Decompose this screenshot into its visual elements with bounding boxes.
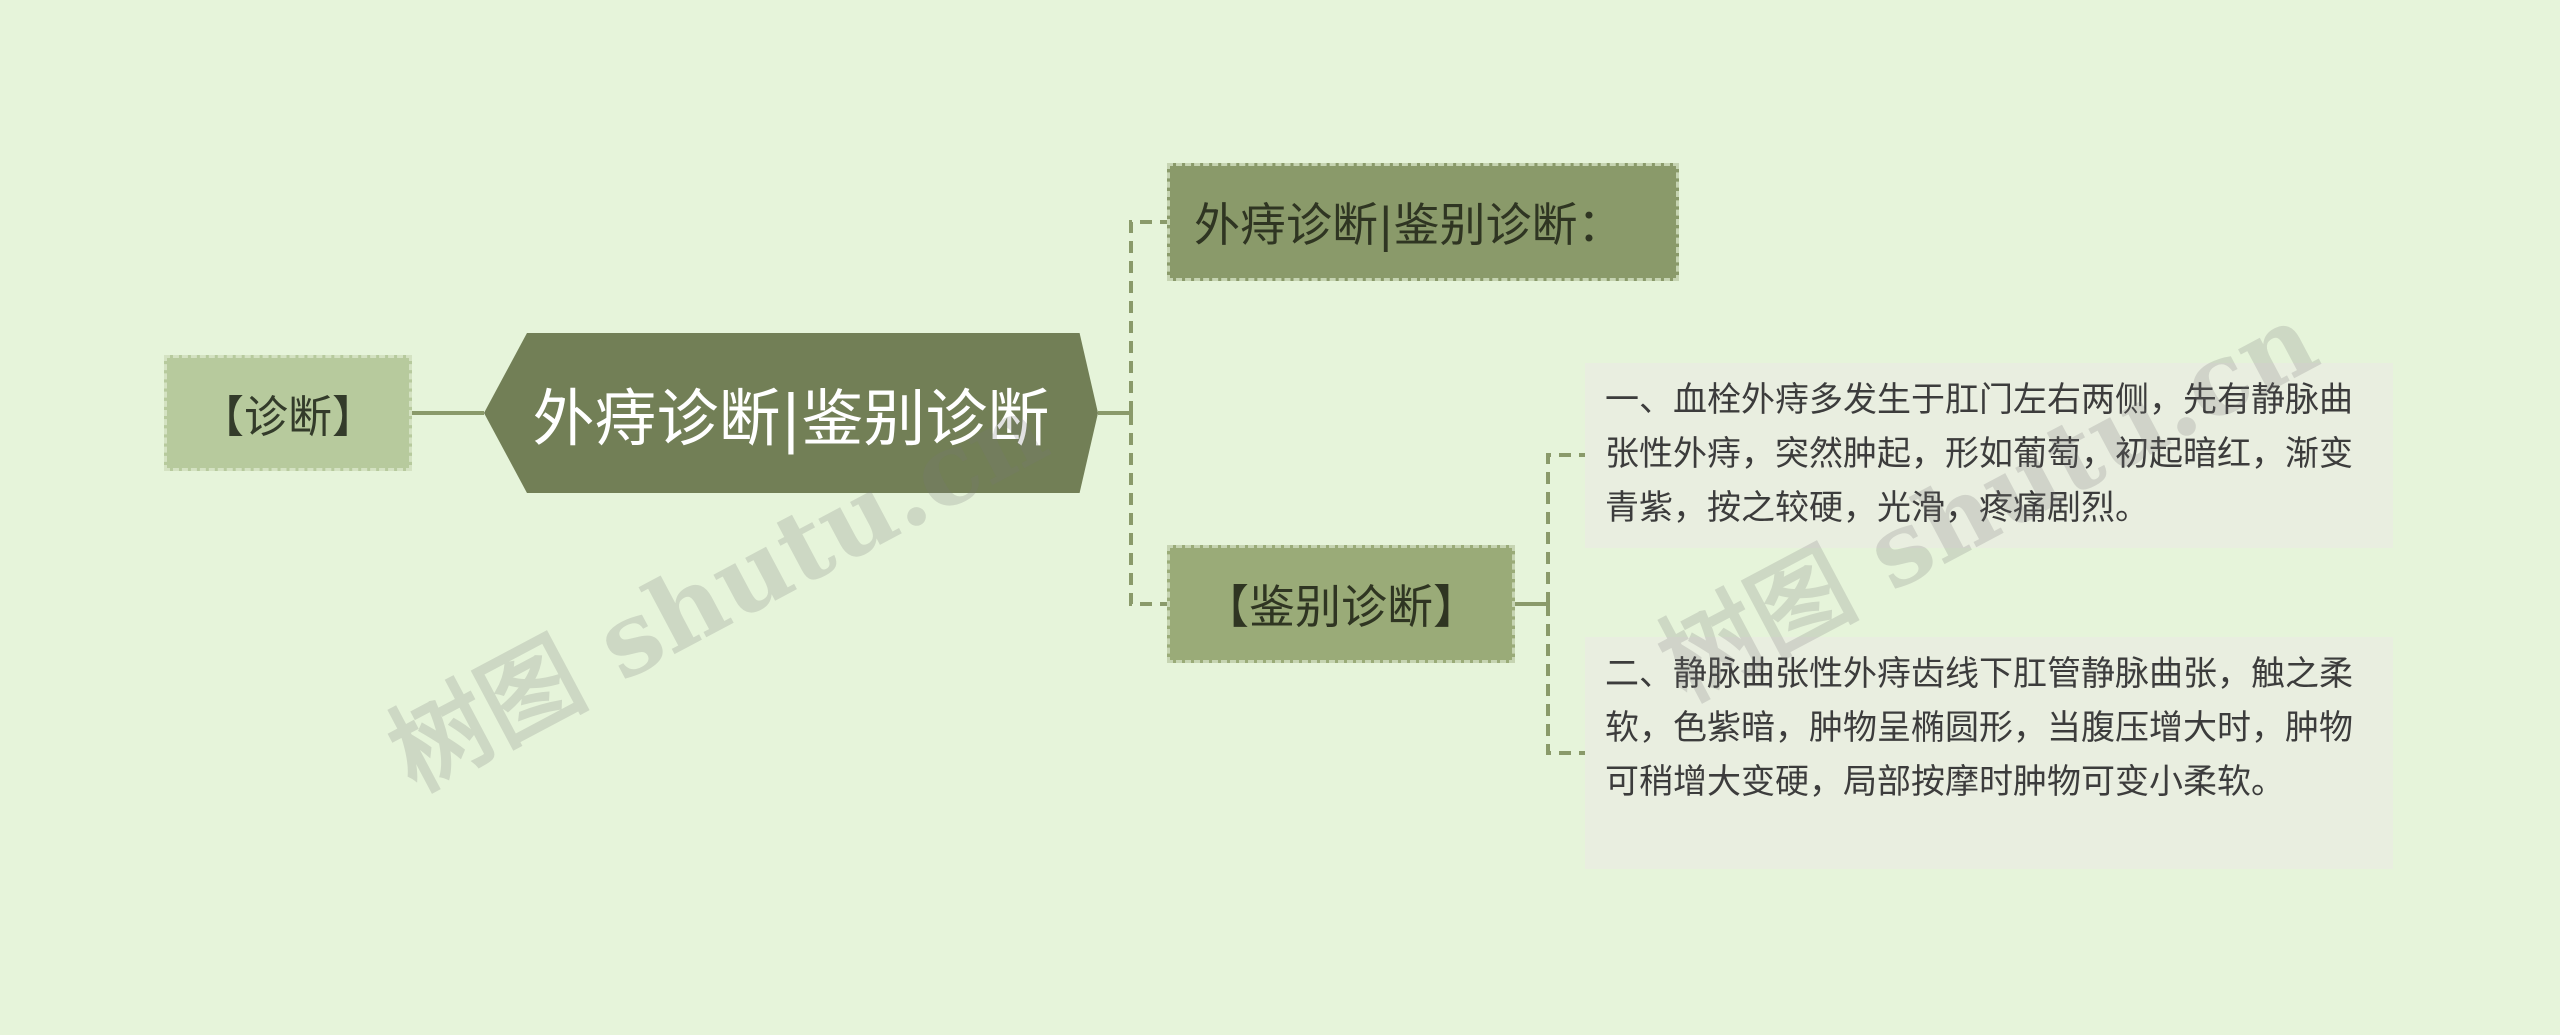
differential-diagnosis-node[interactable]: 【鉴别诊断】 — [1167, 545, 1515, 663]
note-varicose-hemorrhoid[interactable]: 二、静脉曲张性外痔齿线下肛管静脉曲张，触之柔软，色紫暗，肿物呈椭圆形，当腹压增大… — [1585, 637, 2393, 869]
connector-to-note-2 — [1546, 604, 1585, 755]
connector-to-note-1 — [1546, 453, 1585, 604]
outer-hemorrhoid-diagnosis-node[interactable]: 外痔诊断|鉴别诊断： — [1167, 163, 1679, 281]
diagnosis-node[interactable]: 【诊断】 — [164, 355, 412, 471]
central-topic-node[interactable]: 外痔诊断|鉴别诊断 — [484, 333, 1098, 493]
connector-to-top-right — [1129, 220, 1167, 413]
connector-to-mid-right — [1129, 413, 1167, 606]
note-thrombotic-hemorrhoid[interactable]: 一、血栓外痔多发生于肛门左右两侧，先有静脉曲张性外痔，突然肿起，形如葡萄，初起暗… — [1585, 363, 2393, 548]
